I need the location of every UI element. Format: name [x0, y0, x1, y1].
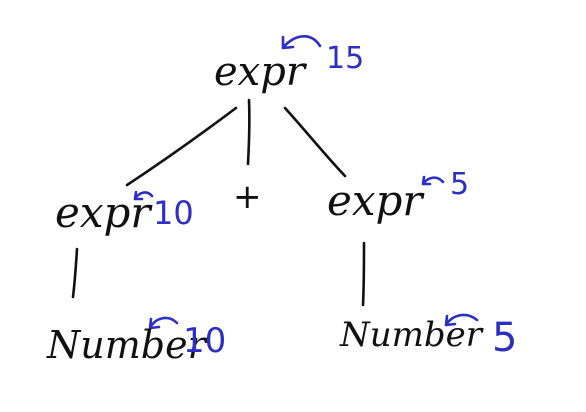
left-leaf-value-arrow	[148, 316, 179, 330]
right-leaf-value-arrow	[444, 313, 479, 327]
right-value: 5	[450, 167, 470, 202]
edge-root-left	[125, 106, 238, 187]
root-value-arrow	[281, 35, 322, 50]
root-expr-label: expr	[214, 49, 305, 95]
left-value: 10	[153, 194, 194, 232]
left-number-label: Number	[47, 323, 206, 367]
plus-operator-label: +	[233, 177, 262, 217]
right-expr-label: expr	[327, 176, 423, 225]
right-number-label: Number	[340, 315, 483, 355]
root-value: 15	[326, 41, 365, 76]
edge-left-leaf	[71, 247, 79, 299]
right-value-arrow	[421, 175, 445, 186]
left-value-arrow	[133, 190, 154, 201]
edge-root-plus	[246, 98, 251, 166]
left-expr-label: expr	[55, 188, 151, 237]
left-leaf-value: 10	[183, 321, 227, 361]
edge-root-right	[283, 106, 347, 178]
edge-right-leaf	[361, 241, 366, 307]
right-leaf-value: 5	[492, 315, 518, 361]
